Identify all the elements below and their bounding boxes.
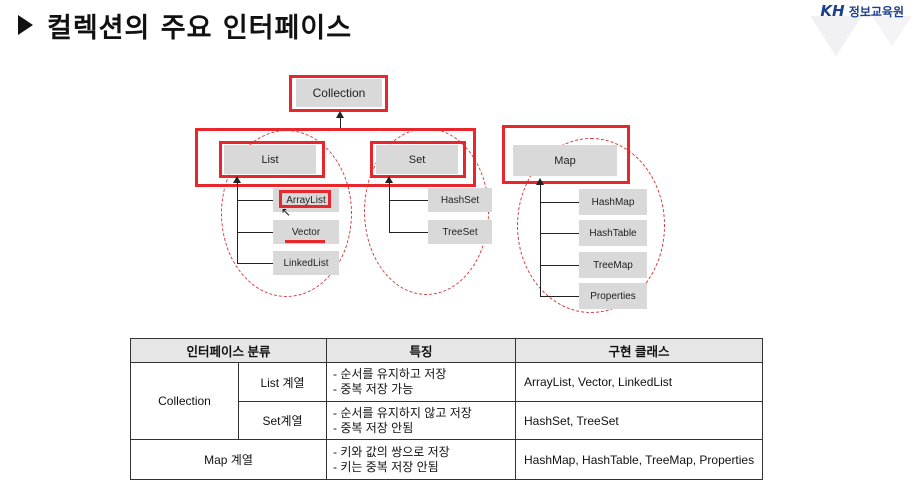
header-features: 특징 — [326, 338, 516, 363]
hashset-node: HashSet — [428, 188, 492, 212]
connector-line — [540, 202, 579, 203]
mouse-cursor-icon: ↖ — [281, 205, 292, 219]
table-row: Collection List 계열 - 순서를 유지하고 저장- 중복 저장 … — [130, 362, 763, 440]
set-node: Set — [376, 145, 458, 174]
sub-category-cell: List 계열 — [238, 362, 327, 402]
connector-line — [389, 180, 390, 232]
arraylist-highlight — [279, 190, 331, 208]
properties-node: Properties — [579, 283, 647, 309]
connector-line — [389, 232, 428, 233]
classes-cell: ArrayList, Vector, LinkedList — [515, 362, 763, 402]
sub-category-cell: Map 계열 — [130, 439, 327, 480]
connector-line — [540, 265, 579, 266]
connector-line — [540, 182, 541, 296]
table-row: Set계열 - 순서를 유지하지 않고 저장- 중복 저장 안됨 HashSet… — [131, 401, 763, 440]
connector-line — [389, 200, 428, 201]
group-cell: Collection — [130, 362, 239, 440]
collection-highlight — [289, 75, 388, 112]
collection-node: Collection — [296, 79, 382, 107]
features-cell: - 순서를 유지하지 않고 저장- 중복 저장 안됨 — [326, 401, 516, 440]
classes-cell: HashMap, HashTable, TreeMap, Properties — [515, 439, 763, 480]
list-highlight — [219, 141, 325, 178]
header-classes: 구현 클래스 — [515, 338, 763, 363]
treeset-node: TreeSet — [428, 220, 492, 244]
arrow-up-icon — [336, 111, 344, 118]
arrow-up-icon — [385, 176, 393, 183]
connector-line — [237, 232, 273, 233]
map-node: Map — [513, 145, 617, 176]
treemap-node: TreeMap — [579, 252, 647, 278]
connector-line — [237, 263, 273, 264]
sub-category-cell: Set계열 — [238, 401, 327, 440]
decorative-triangle — [810, 16, 862, 56]
features-cell: - 순서를 유지하고 저장- 중복 저장 가능 — [326, 362, 516, 402]
decorative-triangle — [872, 16, 912, 46]
vector-underline — [285, 240, 325, 243]
slide-title: 컬렉션의 주요 인터페이스 — [18, 6, 352, 45]
kh-logo: KH 정보교육원 — [820, 2, 904, 20]
connector-line — [237, 200, 273, 201]
connector-line — [237, 180, 238, 263]
set-highlight — [370, 141, 466, 178]
header-category: 인터페이스 분류 — [130, 338, 327, 363]
map-highlight — [502, 125, 630, 184]
interface-summary-table: 인터페이스 분류 특징 구현 클래스 Collection List 계열 - … — [130, 338, 763, 480]
features-cell: - 키와 값의 쌍으로 저장- 키는 중복 저장 안됨 — [326, 439, 516, 480]
arrow-up-icon — [233, 176, 241, 183]
hashtable-node: HashTable — [579, 220, 647, 246]
table-row: Map 계열 - 키와 값의 쌍으로 저장- 키는 중복 저장 안됨 HashM… — [130, 439, 763, 480]
linkedlist-node: LinkedList — [273, 251, 339, 275]
connector-line — [340, 115, 341, 128]
hashmap-node: HashMap — [579, 189, 647, 215]
play-arrow-icon — [18, 15, 33, 35]
connector-line — [540, 233, 579, 234]
map-group-ellipse — [517, 138, 665, 313]
connector-line — [540, 296, 579, 297]
table-header-row: 인터페이스 분류 특징 구현 클래스 — [130, 338, 763, 363]
arrow-up-icon — [536, 178, 544, 185]
list-node: List — [224, 145, 316, 174]
classes-cell: HashSet, TreeSet — [515, 401, 763, 440]
list-set-highlight — [195, 128, 476, 187]
